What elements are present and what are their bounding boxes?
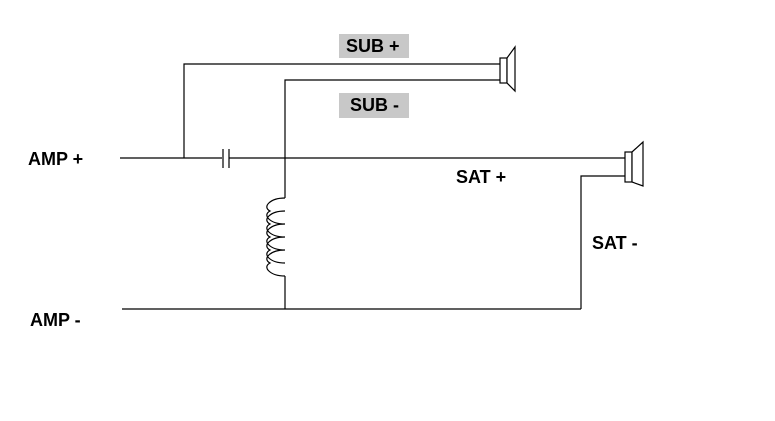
sub-minus-label: SUB - xyxy=(350,95,399,115)
sub-plus-label-bg xyxy=(339,34,409,58)
satellite-speaker-icon xyxy=(624,140,644,187)
sub-minus-label-bg xyxy=(339,93,409,118)
capacitor xyxy=(222,149,230,168)
sat-minus-label: SAT - xyxy=(592,233,638,253)
sat-minus-wire xyxy=(580,175,625,309)
subwoofer-speaker-icon xyxy=(499,45,516,93)
sub-plus-wire xyxy=(183,63,500,158)
sub-plus-label: SUB + xyxy=(346,36,400,56)
inductor-coil xyxy=(266,197,286,277)
sat-plus-label: SAT + xyxy=(456,167,506,187)
amp-plus-label: AMP + xyxy=(28,149,83,169)
sub-minus-wire xyxy=(284,79,500,198)
amp-minus-label: AMP - xyxy=(30,310,81,330)
